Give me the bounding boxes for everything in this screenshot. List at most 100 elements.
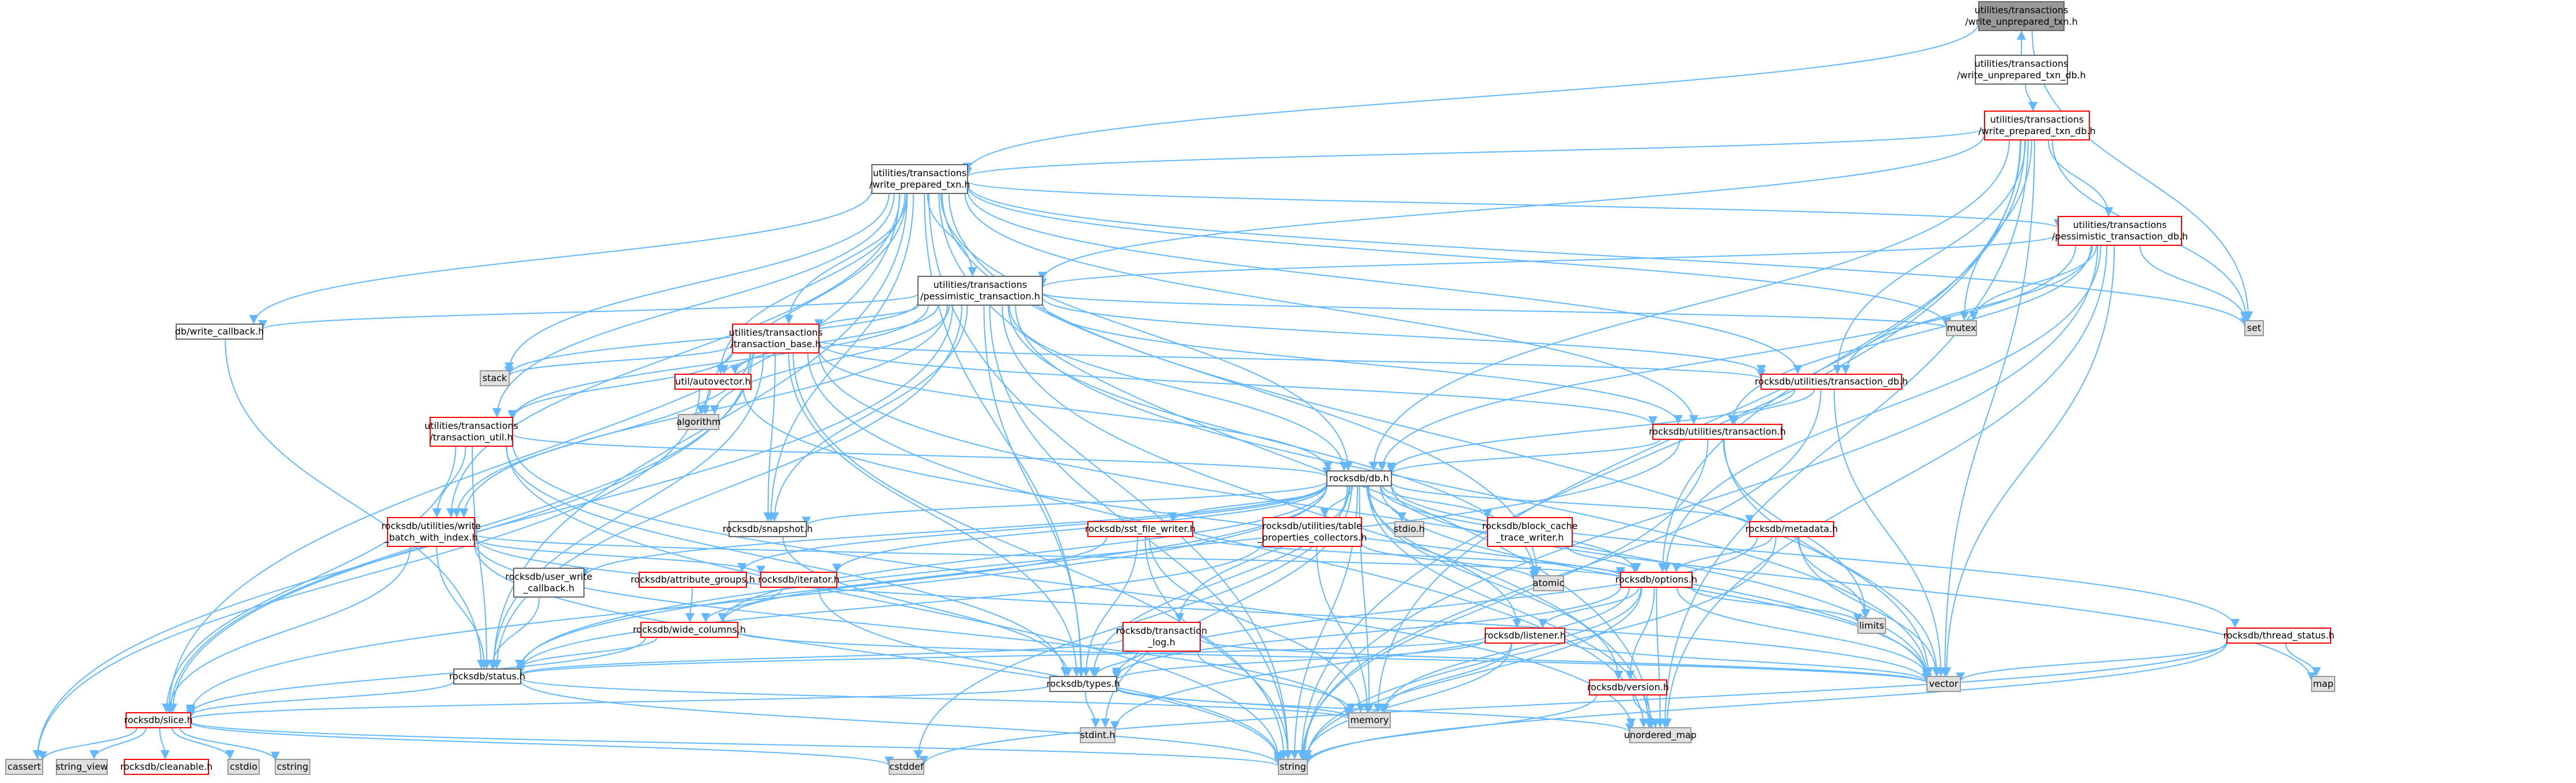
edge-tbase-to-status	[489, 352, 764, 670]
node-label: rocksdb/listener.h	[1484, 630, 1566, 641]
node-wptxn[interactable]: utilities/transactions/write_prepared_tx…	[869, 164, 970, 194]
edge-slice-to-strview	[89, 727, 147, 760]
node-tutil[interactable]: utilities/transactions/transaction_util.…	[424, 417, 518, 447]
node-cstring: cstring	[275, 759, 310, 775]
node-box-cleanable	[124, 759, 209, 775]
node-tstatus[interactable]: rocksdb/thread_status.h	[2224, 628, 2335, 644]
node-label: atomic	[1533, 577, 1565, 588]
edge-tbase-to-autovec	[719, 352, 756, 375]
node-label: rocksdb/block_cache	[1482, 520, 1578, 532]
edge-tbase-to-utxn	[818, 343, 1657, 426]
node-widecol[interactable]: rocksdb/wide_columns.h	[633, 622, 746, 638]
node-tpc[interactable]: rocksdb/utilities/table_properties_colle…	[1257, 517, 1367, 547]
node-label: utilities/transactions	[873, 168, 967, 178]
edge-wptxndb-to-ptxn	[1038, 134, 1985, 282]
node-algorithm: algorithm	[676, 414, 721, 430]
edge-wptxn-to-dbwcb	[249, 189, 872, 325]
node-wutxndb[interactable]: utilities/transactions/write_unprepared_…	[1957, 55, 2086, 85]
node-box-memory	[1348, 712, 1391, 728]
edge-utxn-to-dbh	[1387, 439, 1661, 475]
edge-listener-to-string	[1302, 643, 1513, 760]
edge-options-to-types	[1112, 586, 1621, 678]
node-utxndb[interactable]: rocksdb/utilities/transaction_db.h	[1755, 374, 1908, 390]
node-box-snapshot	[729, 521, 807, 537]
node-stdioh: stdio.h	[1394, 521, 1425, 537]
node-status[interactable]: rocksdb/status.h	[449, 668, 526, 685]
node-box-tpc	[1262, 517, 1362, 547]
node-box-attrg	[639, 572, 747, 588]
node-utxn[interactable]: rocksdb/utilities/transaction.h	[1649, 424, 1786, 440]
node-label: utilities/transactions	[1975, 58, 2069, 69]
node-autovec[interactable]: util/autovector.h	[674, 374, 752, 390]
node-root[interactable]: utilities/transactions/write_unprepared_…	[1965, 1, 2078, 31]
node-metadata[interactable]: rocksdb/metadata.h	[1746, 521, 1838, 537]
node-tbase[interactable]: utilities/transactions/transaction_base.…	[729, 324, 823, 354]
node-box-wutxndb	[1975, 55, 2068, 85]
node-label: rocksdb/sst_file_writer.h	[1085, 523, 1196, 535]
edge-attrg-to-widecol	[685, 587, 695, 623]
edge-slice-to-cassert	[38, 727, 138, 761]
node-version[interactable]: rocksdb/version.h	[1587, 679, 1669, 695]
edge-ptxndb-to-string	[1300, 245, 2099, 760]
node-ptxn[interactable]: utilities/transactions/pessimistic_trans…	[917, 276, 1043, 306]
edge-ptxn-to-types	[983, 305, 1086, 677]
node-snapshot[interactable]: rocksdb/snapshot.h	[723, 521, 813, 537]
node-slice[interactable]: rocksdb/slice.h	[124, 712, 193, 728]
edge-wptxn-to-dbh	[940, 193, 1353, 472]
node-wbwi[interactable]: rocksdb/utilities/write_batch_with_index…	[381, 517, 481, 547]
node-attrg[interactable]: rocksdb/attribute_groups.h	[631, 572, 755, 588]
edge-ptxn-to-vector	[1015, 305, 1932, 678]
node-box-vector	[1926, 676, 1961, 692]
node-options[interactable]: rocksdb/options.h	[1615, 572, 1697, 588]
edge-dbh-to-tlog	[1175, 485, 1350, 623]
edge-dbwcb-to-status	[225, 339, 486, 670]
node-wptxndb[interactable]: utilities/transactions/write_prepared_tx…	[1978, 111, 2096, 140]
node-label: utilities/transactions	[2073, 219, 2167, 230]
node-label: rocksdb/user_write	[505, 571, 592, 583]
edge-listener-to-status	[516, 636, 1486, 676]
node-tlog[interactable]: rocksdb/transaction_log.h	[1116, 622, 1208, 652]
edge-wbwi-to-iter	[474, 537, 765, 575]
edge-options-to-limits	[1690, 587, 1862, 624]
edge-snapshot-to-types	[782, 536, 1073, 677]
node-label: /write_unprepared_txn_db.h	[1957, 70, 2086, 81]
node-label: unordered_map	[1624, 729, 1697, 741]
edge-dbh-to-iter	[832, 484, 1327, 573]
edge-wptxndb-to-ptxndb	[2047, 139, 2114, 217]
node-dbh[interactable]: rocksdb/db.h	[1326, 470, 1392, 486]
edge-tlog-to-types	[1091, 651, 1139, 677]
edge-ptxndb-to-utxndb	[1841, 245, 2093, 375]
node-sstw[interactable]: rocksdb/sst_file_writer.h	[1085, 521, 1196, 537]
node-label: limits	[1859, 620, 1884, 631]
edge-wbwi-to-slice	[164, 546, 411, 713]
node-box-tstatus	[2226, 628, 2331, 644]
node-bctw[interactable]: rocksdb/block_cache_trace_writer.h	[1482, 517, 1578, 547]
node-box-cstring	[275, 759, 310, 775]
node-listener[interactable]: rocksdb/listener.h	[1484, 628, 1566, 644]
edge-tutil-to-wbwi	[432, 446, 466, 518]
edge-wptxn-to-stack	[504, 193, 890, 372]
node-box-utxndb	[1761, 374, 1902, 390]
node-box-listener	[1485, 628, 1565, 644]
edge-slice-to-cstring	[179, 727, 280, 761]
edge-status-to-slice	[186, 681, 454, 717]
node-types[interactable]: rocksdb/types.h	[1046, 676, 1120, 692]
node-ptxndb[interactable]: utilities/transactions/pessimistic_trans…	[2052, 216, 2188, 246]
node-dbwcb[interactable]: db/write_callback.h	[175, 324, 264, 340]
node-uwcb[interactable]: rocksdb/user_write_callback.h	[505, 568, 593, 598]
edge-metadata-to-string	[1303, 536, 1777, 761]
edge-slice-to-cleanable	[159, 727, 170, 760]
edge-ptxn-to-status	[492, 305, 963, 670]
edge-options-to-umap	[1655, 587, 1665, 728]
edge-types-to-stdint	[1084, 691, 1101, 728]
edge-wptxndb-to-vector	[1940, 139, 2035, 677]
node-box-mutex	[1946, 320, 1977, 336]
node-label: _batch_with_index.h	[384, 532, 477, 543]
node-box-root	[1978, 1, 2065, 31]
edge-wptxn-to-ptxndb	[967, 180, 2063, 229]
edge-wptxndb-to-options	[1657, 139, 2026, 573]
node-iter[interactable]: rocksdb/iterator.h	[758, 572, 840, 588]
node-cleanable[interactable]: rocksdb/cleanable.h	[120, 759, 213, 775]
edge-ptxn-to-utxn	[1042, 302, 1683, 425]
